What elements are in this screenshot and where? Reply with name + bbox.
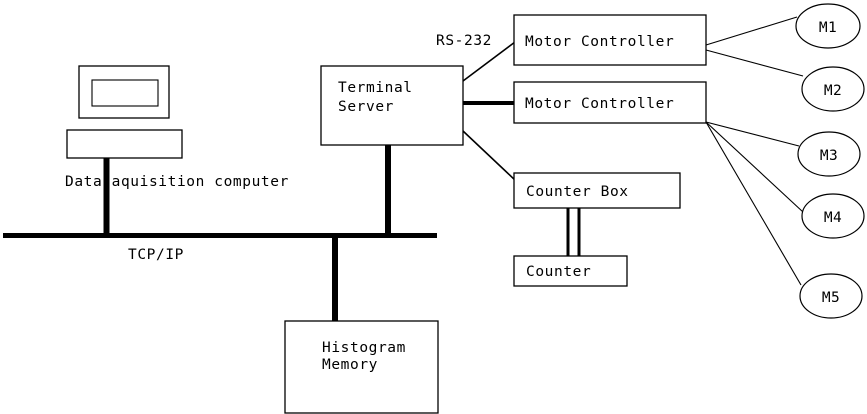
motor-controller-1-box: [513, 14, 707, 66]
terminal-server-label-line1: Terminal: [338, 80, 413, 96]
link-motor-controller-2-to-m5: [705, 121, 802, 286]
motor-controller-2-label: Motor Controller: [525, 96, 674, 112]
motor-m4-label: M4: [824, 210, 842, 226]
motor-m2-label: M2: [824, 83, 842, 99]
motor-m3-label: M3: [820, 148, 838, 164]
motor-m4-ellipse: [801, 193, 865, 239]
histogram-memory-box: [284, 320, 439, 414]
motor-m2-ellipse: [801, 66, 865, 112]
link-terminal-server-to-counter-box: [462, 130, 517, 182]
counter-box-label: Counter Box: [526, 184, 629, 200]
counter-box-box: [513, 172, 681, 209]
tcpip-bus-group: TCP/IP: [3, 233, 437, 263]
node-counter[interactable]: Counter: [513, 255, 628, 287]
node-histogram-memory[interactable]: Histogram Memory: [284, 234, 439, 414]
motor-controller-2-box: [513, 81, 707, 124]
terminal-server-box: [320, 65, 464, 146]
tcpip-bus-label: TCP/IP: [128, 247, 184, 263]
motor-m3[interactable]: M3: [797, 131, 861, 177]
motor-m5-label: M5: [822, 290, 840, 306]
monitor-screen: [91, 79, 159, 107]
link-terminal-server-to-motor-controller-1: [462, 41, 516, 82]
motor-m3-ellipse: [797, 131, 861, 177]
node-motor-controller-2[interactable]: Motor Controller: [513, 81, 707, 124]
link-motor-controller-2-to-m4: [705, 121, 804, 213]
motor-m2[interactable]: M2: [801, 66, 865, 112]
link-motor-controller-2-to-m3: [705, 121, 800, 147]
link-motor-controller-1-to-m1: [705, 16, 798, 46]
node-terminal-server[interactable]: Terminal Server: [320, 65, 464, 237]
computer-base: [66, 129, 183, 159]
motor-m1-label: M1: [819, 20, 837, 36]
terminal-server-label-line2: Server: [338, 99, 394, 115]
node-motor-controller-1[interactable]: Motor Controller: [513, 14, 707, 66]
rs232-link-group: RS-232: [436, 33, 517, 182]
histogram-memory-label-line1: Histogram: [322, 340, 406, 356]
motor-link-group: [705, 16, 804, 286]
motor-m5[interactable]: M5: [799, 273, 863, 319]
rs232-label: RS-232: [436, 33, 492, 49]
counter-box: [513, 255, 628, 287]
node-counter-box[interactable]: Counter Box: [513, 172, 681, 257]
node-data-acquisition-computer[interactable]: Data aquisition computer: [65, 65, 289, 237]
counter-label: Counter: [526, 264, 591, 280]
link-motor-controller-1-to-m2: [705, 49, 804, 77]
motor-m4[interactable]: M4: [801, 193, 865, 239]
motor-controller-1-label: Motor Controller: [525, 34, 674, 50]
motor-m1[interactable]: M1: [795, 3, 861, 49]
motor-m5-ellipse: [799, 273, 863, 319]
histogram-memory-label-line2: Memory: [322, 357, 378, 373]
motor-m1-ellipse: [795, 3, 861, 49]
data-acquisition-computer-label: Data aquisition computer: [65, 174, 289, 190]
